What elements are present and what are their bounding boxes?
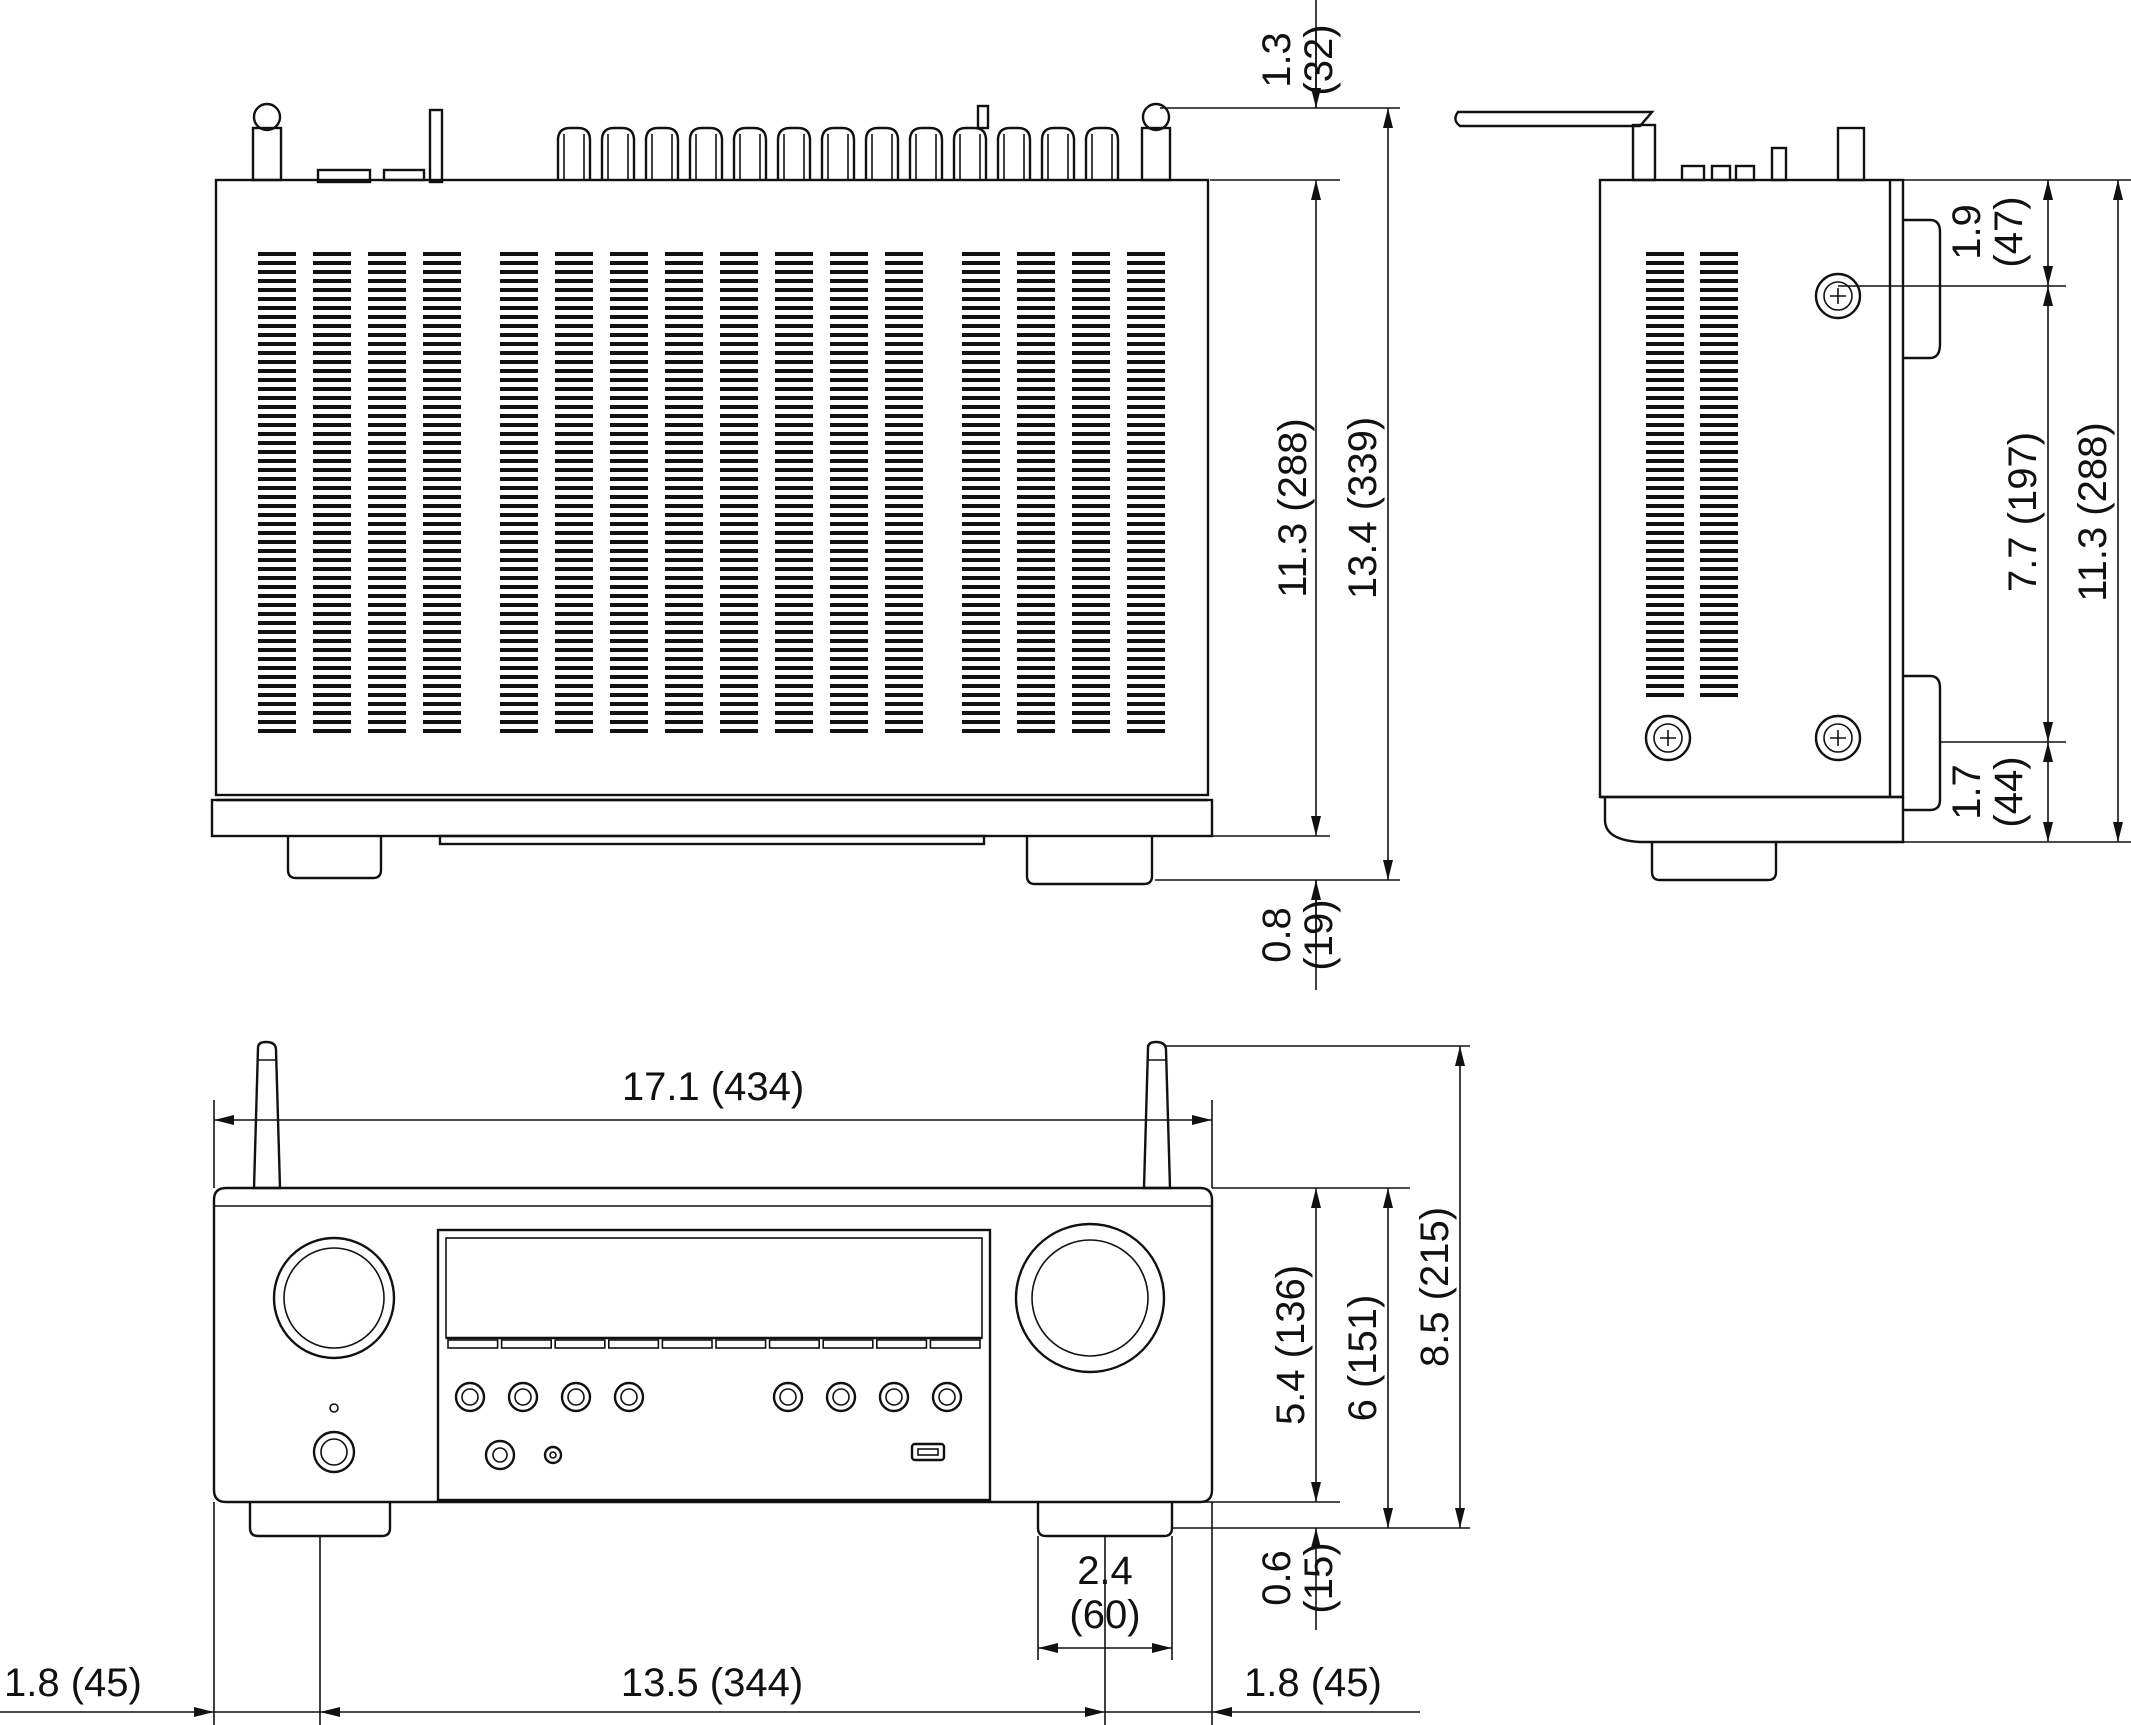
- dim-top-body-depth: 11.3 (288): [1271, 418, 1315, 597]
- front-foot-right: [1036, 1502, 1174, 1538]
- usb-port-icon: [910, 1442, 946, 1462]
- front-body: [212, 1186, 1214, 1504]
- top-view: [210, 102, 1214, 886]
- dim-front-foot-height: 0.6(15): [1255, 1542, 1341, 1613]
- dim-side-foot-to-front: 1.7(44): [1945, 756, 2031, 827]
- top-foot-left: [286, 836, 383, 880]
- dim-top-protrusion: 1.3(32): [1255, 24, 1341, 95]
- dim-top-total-depth: 13.4 (339): [1341, 417, 1385, 599]
- vent-slots: [1646, 252, 1738, 697]
- vent-slots: [258, 252, 1165, 733]
- rear-connectors: [251, 102, 1172, 184]
- dim-side-body-depth: 11.3 (288): [2071, 422, 2115, 601]
- power-button-icon: [312, 1430, 356, 1474]
- dim-side-foot-spacing: 7.7 (197): [2001, 432, 2045, 592]
- source-knob-icon: [1014, 1222, 1166, 1374]
- dim-front-right-offset: 1.8 (45): [1244, 1661, 1382, 1705]
- dim-front-protrusion: 0.8(19): [1255, 899, 1341, 970]
- volume-knob-icon: [272, 1236, 396, 1360]
- round-buttons: [454, 1381, 963, 1413]
- dim-front-width: 17.1 (434): [622, 1065, 804, 1109]
- dim-side-top-to-foot: 1.9(47): [1945, 196, 2031, 267]
- side-body: [1598, 178, 1905, 799]
- screw-icon: [1644, 714, 1692, 762]
- dim-front-foot-span: 13.5 (344): [621, 1661, 803, 1705]
- screw-icon: [1814, 272, 1862, 320]
- side-antenna: [1454, 110, 1655, 128]
- front-view: [212, 1040, 1214, 1538]
- dim-front-total-height: 8.5 (215): [1413, 1207, 1457, 1367]
- button-row: [447, 1339, 981, 1349]
- screw-icon: [1814, 714, 1862, 762]
- front-foot-left: [248, 1502, 392, 1538]
- antenna-right: [1142, 1040, 1172, 1190]
- dim-front-body-height: 6 (151): [1341, 1295, 1385, 1422]
- display-window: [436, 1228, 992, 1502]
- side-foot-front: [1650, 842, 1778, 882]
- side-view: [1454, 110, 1942, 882]
- dim-front-left-offset: 1.8 (45): [4, 1661, 142, 1705]
- top-body: [214, 178, 1210, 797]
- dim-front-panel-height: 5.4 (136): [1269, 1265, 1313, 1425]
- antenna-left: [252, 1040, 282, 1190]
- top-foot-right: [1025, 836, 1154, 886]
- headphone-jack-icon: [484, 1439, 516, 1471]
- mic-jack-icon: [543, 1445, 563, 1465]
